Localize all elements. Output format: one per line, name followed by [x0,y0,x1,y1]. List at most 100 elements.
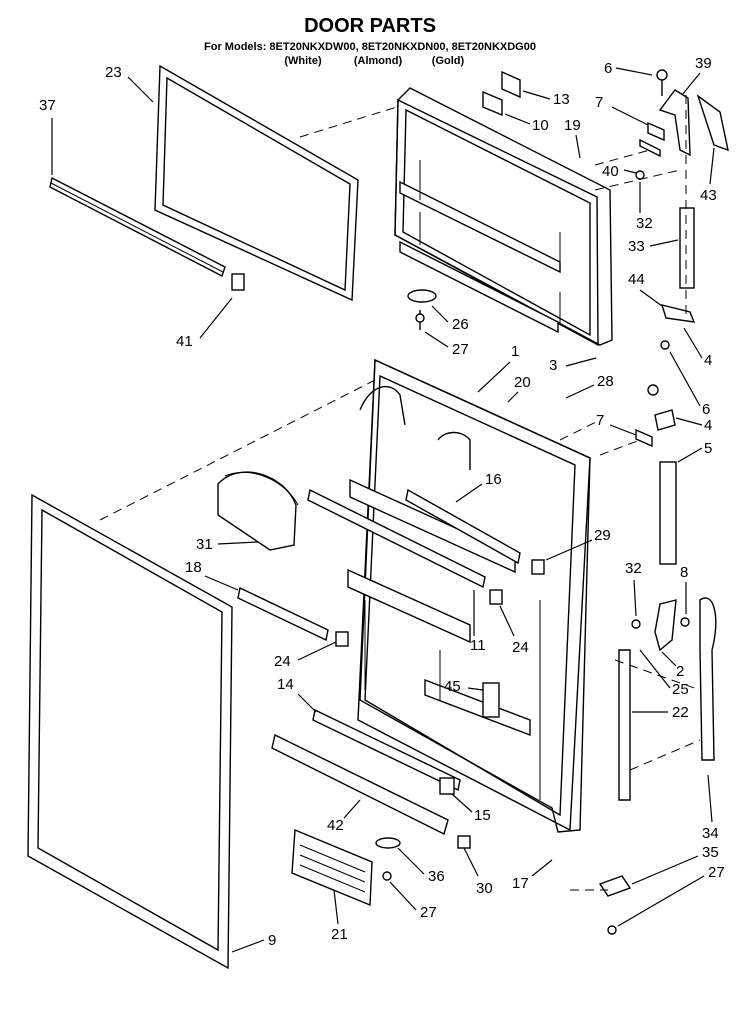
hinge-pin-tube [679,207,695,289]
callout-41: 41 [176,333,193,350]
callout-23: 23 [105,64,122,81]
callout-25: 25 [672,681,689,698]
callout-1: 1 [511,343,519,360]
callout-45: 45 [444,678,461,695]
callout-2: 2 [676,663,684,680]
callout-18: 18 [185,559,202,576]
callout-27: 27 [452,341,469,358]
door-bar-42 [271,733,449,836]
callout-24: 24 [274,653,291,670]
hinge-block-35 [598,875,632,897]
callout-39: 39 [695,55,712,72]
callout-4b: 4 [704,417,712,434]
callout-10: 10 [532,117,549,134]
callout-19: 19 [564,117,581,134]
callout-35: 35 [702,844,719,861]
callout-7: 7 [595,94,603,111]
models-line: For Models: 8ET20NKXDW00, 8ET20NKXDN00, … [204,41,536,53]
color-almond: (Almond) [354,55,403,67]
callout-13: 13 [553,91,570,108]
callout-6: 6 [604,60,612,77]
hinge-screw-8 [680,617,690,627]
callout-17: 17 [512,875,529,892]
freezer-trim-strip [49,176,226,277]
color-gold: (Gold) [432,55,465,67]
door-bar-14 [312,708,461,792]
fresh-food-gasket [27,493,233,970]
callout-40: 40 [602,163,619,180]
callout-9: 9 [268,932,276,949]
door-label-13 [501,70,521,99]
freezer-gasket [154,64,359,302]
hinge-cover [696,94,729,152]
bar-end-cap-29 [531,559,545,575]
callout-33: 33 [628,238,645,255]
callout-16: 16 [485,471,502,488]
hinge-bushing [407,289,437,303]
hinge-tube-5 [659,461,677,565]
callout-3: 3 [549,357,557,374]
callout-24b: 24 [512,639,529,656]
callout-5: 5 [704,440,712,457]
bar-end-cap-left [335,631,349,647]
callout-43: 43 [700,187,717,204]
callout-31: 31 [196,536,213,553]
freezer-door-liner [394,87,613,347]
callout-29: 29 [594,527,611,544]
hinge-bolt-32b [631,619,641,629]
bar-end-cap-right [489,589,503,605]
callout-labels: 23 37 41 13 10 19 26 27 6 39 7 40 43 32 … [39,55,725,953]
top-hinge [658,89,691,157]
callout-36: 36 [428,868,445,885]
bottom-screw [382,871,392,881]
hinge-bar-22 [618,649,631,801]
door-cover-21 [291,828,373,907]
callout-21: 21 [331,926,348,943]
door-bar-11 [307,488,486,589]
callout-26: 26 [452,316,469,333]
callout-7b: 7 [596,412,604,429]
callout-4: 4 [704,352,712,369]
callout-42: 42 [327,817,344,834]
callout-27c: 27 [708,864,725,881]
callout-6b: 6 [702,401,710,418]
hinge-bracket-44 [660,304,696,323]
door-bar-16 [405,488,521,565]
hinge-bracket-4b [654,409,676,431]
hinge-screw-4 [660,340,670,350]
door-bar-18 [237,586,329,642]
door-label-10 [482,90,503,117]
bar-end-cap-30 [457,835,471,849]
callout-22: 22 [672,704,689,721]
hinge-screw-27c [607,925,617,935]
callout-20: 20 [514,374,531,391]
trim-end-cap [231,273,245,291]
callout-11: 11 [470,637,486,654]
hinge-screw-6b [647,384,659,396]
hinge-shim [647,121,665,142]
page-title: DOOR PARTS [304,15,436,37]
fresh-food-door-liner [347,358,591,833]
bar-end-cap-15 [439,777,455,795]
bottom-hinge-2 [654,599,677,652]
callout-32: 32 [636,215,653,232]
trim-34 [699,597,717,761]
hinge-screw [415,313,425,323]
hinge-screw-top [656,69,668,81]
callout-27b: 27 [420,904,437,921]
color-white: (White) [284,55,322,67]
bottom-bushing [375,837,401,849]
callout-44: 44 [628,271,645,288]
bracket-45 [482,682,500,718]
callout-30: 30 [476,880,493,897]
hinge-bolt-32 [635,170,645,180]
callout-32b: 32 [625,560,642,577]
hinge-shim-7b [635,428,653,448]
callout-8: 8 [680,564,688,581]
dairy-door [217,471,297,551]
callout-15: 15 [474,807,491,824]
hinge-washer [639,138,661,158]
callout-14: 14 [277,676,294,693]
callout-28: 28 [597,373,614,390]
